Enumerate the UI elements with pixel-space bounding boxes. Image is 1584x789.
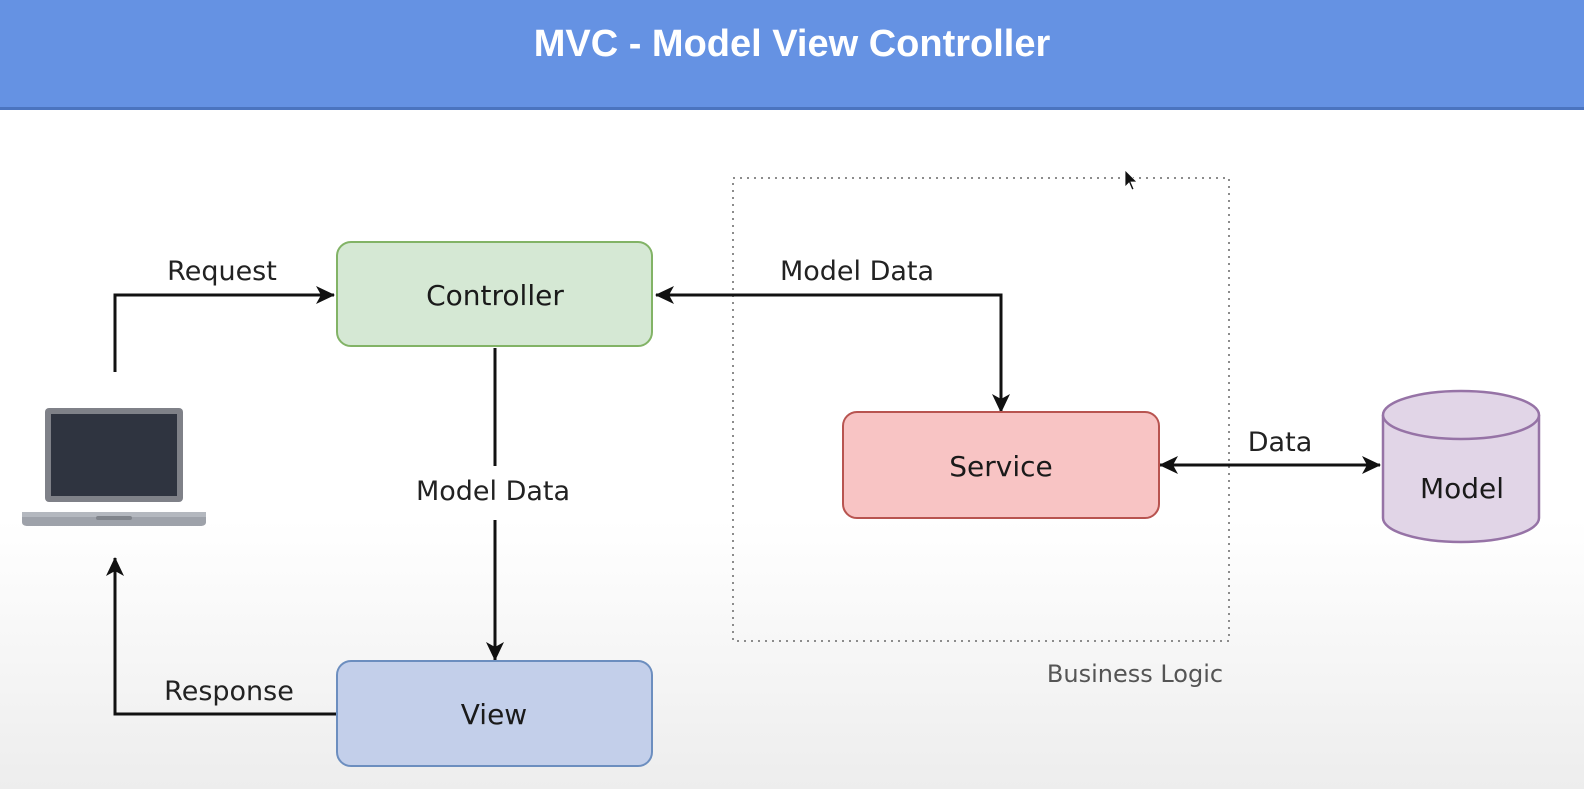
controller-label: Controller <box>426 279 564 312</box>
model-label: Model <box>1420 472 1504 505</box>
business-logic-label: Business Logic <box>1047 660 1223 688</box>
service-controller-label: Model Data <box>780 256 934 287</box>
page-title: MVC - Model View Controller <box>533 23 1051 65</box>
laptop-icon <box>22 408 206 526</box>
mouse-pointer-icon <box>1124 169 1138 191</box>
header-bar: MVC - Model View Controller <box>0 0 1584 110</box>
view-label: View <box>461 698 527 731</box>
response-label: Response <box>164 676 294 707</box>
controller-service-arrow <box>655 286 1010 413</box>
controller-node[interactable]: Controller <box>336 241 653 347</box>
business-logic-group <box>732 177 1230 642</box>
request-arrow <box>113 286 335 372</box>
model-node[interactable]: Model <box>1381 389 1541 544</box>
request-label: Request <box>167 256 277 287</box>
controller-view-label: Model Data <box>416 476 570 507</box>
view-node[interactable]: View <box>336 660 653 767</box>
model-cylinder-top <box>1381 389 1541 441</box>
response-arrow <box>106 557 338 716</box>
service-model-label: Data <box>1248 427 1312 458</box>
model-cylinder-body <box>1381 415 1541 544</box>
service-label: Service <box>949 450 1052 483</box>
view-box <box>336 660 653 767</box>
service-box <box>842 411 1160 519</box>
service-node[interactable]: Service <box>842 411 1160 519</box>
controller-box <box>336 241 653 347</box>
